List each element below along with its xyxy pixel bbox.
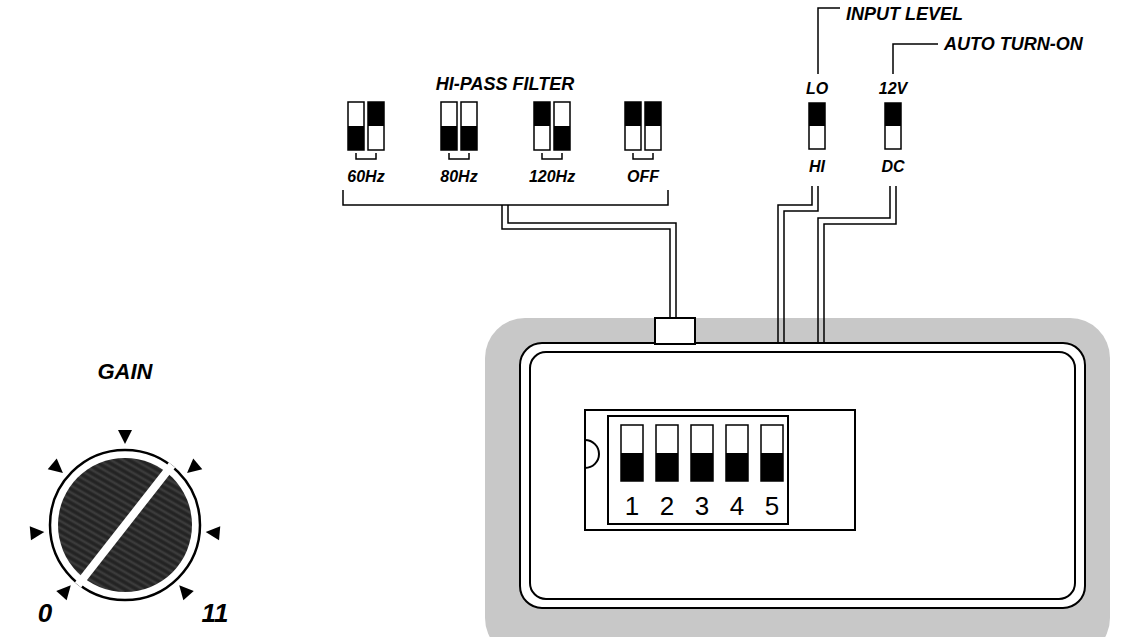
switch-position: 12V	[879, 81, 907, 97]
filter-option: 80Hz	[440, 169, 477, 185]
switch-body	[691, 425, 713, 481]
switch-lever	[621, 453, 643, 481]
dip-frame	[608, 416, 788, 524]
switch-lever	[656, 453, 678, 481]
pair-bracket	[449, 153, 469, 159]
tick-mark	[179, 585, 194, 600]
filter-title: HI-PASS FILTER	[436, 75, 574, 93]
switch-lever	[534, 102, 550, 126]
switch-lever	[645, 102, 661, 126]
switch-body	[368, 102, 384, 150]
pair-bracket	[356, 153, 376, 159]
housing-inner-border	[530, 352, 1075, 599]
switch-position: LO	[806, 81, 828, 97]
switch-position: DC	[881, 159, 904, 175]
switch-body	[761, 425, 783, 481]
knob-ticks	[30, 430, 220, 600]
single-switches	[809, 103, 901, 149]
switch-lever	[761, 453, 783, 481]
filter-switches	[348, 102, 661, 159]
scale-min: 0	[38, 600, 52, 626]
housing-face	[520, 343, 1085, 608]
switch-body	[726, 425, 748, 481]
switch-body	[885, 103, 901, 149]
tick-mark	[206, 526, 221, 540]
dip-block	[585, 410, 855, 530]
switch-lever	[625, 102, 641, 126]
switch-body	[809, 103, 825, 149]
knob-title: GAIN	[98, 361, 153, 383]
gain-knob	[58, 458, 192, 592]
leader-lines	[343, 8, 938, 343]
switch-lever	[368, 102, 384, 126]
scale-max: 11	[202, 600, 229, 626]
housing-tab	[655, 318, 695, 344]
switch-lever	[885, 103, 901, 126]
switch-title: INPUT LEVEL	[846, 5, 963, 23]
filter-option: OFF	[627, 169, 659, 185]
switch-title: AUTO TURN-ON	[944, 35, 1083, 53]
pair-bracket	[542, 153, 562, 159]
switch-number: 4	[730, 493, 744, 519]
switch-position: HI	[809, 159, 825, 175]
knob-pointer	[78, 465, 172, 585]
tick-mark	[187, 459, 202, 473]
switch-body	[348, 102, 364, 150]
switch-lever	[348, 126, 364, 150]
pair-bracket	[633, 153, 653, 159]
switch-body	[534, 102, 550, 150]
switch-number: 1	[625, 493, 639, 519]
switch-body	[461, 102, 477, 150]
switch-body	[656, 425, 678, 481]
switch-lever	[726, 453, 748, 481]
switch-body	[554, 102, 570, 150]
switch-lever	[554, 126, 570, 150]
switch-lever	[441, 126, 457, 150]
switch-lever	[809, 103, 825, 126]
switch-body	[645, 102, 661, 150]
filter-option: 120Hz	[529, 169, 575, 185]
dip-notch	[585, 440, 599, 468]
switch-lever	[691, 453, 713, 481]
tick-mark	[118, 430, 132, 444]
switch-body	[621, 425, 643, 481]
dip-switches	[621, 425, 783, 481]
tick-mark	[48, 459, 63, 473]
switch-body	[441, 102, 457, 150]
tick-mark	[56, 585, 71, 600]
switch-number: 3	[695, 493, 709, 519]
gain-knob-ring	[50, 450, 200, 600]
switch-number: 5	[765, 493, 779, 519]
filter-option: 60Hz	[347, 169, 384, 185]
switch-body	[625, 102, 641, 150]
switch-number: 2	[660, 493, 674, 519]
tick-mark	[30, 526, 45, 540]
housing	[485, 318, 1110, 637]
switch-lever	[461, 126, 477, 150]
